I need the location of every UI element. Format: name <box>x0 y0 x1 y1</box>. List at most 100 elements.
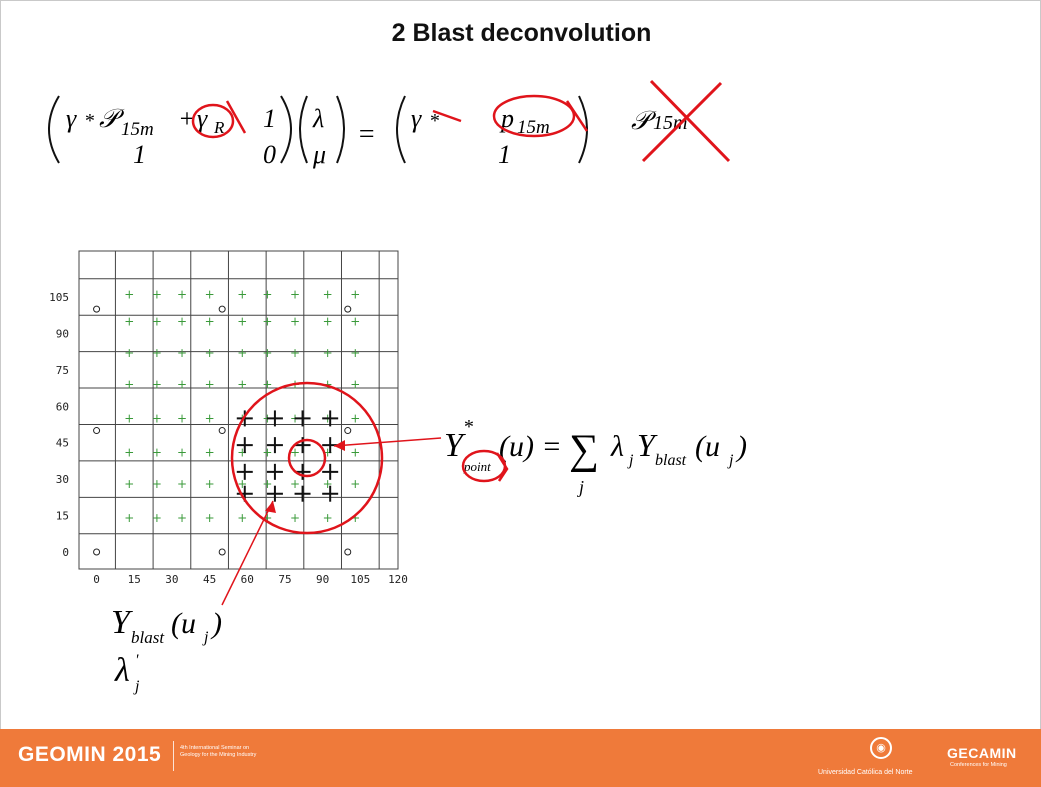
green-plus: + <box>350 511 360 525</box>
green-plus: + <box>152 477 162 491</box>
green-plus: + <box>177 314 187 328</box>
green-plus: + <box>205 445 215 459</box>
green-plus: + <box>350 288 360 302</box>
green-plus: + <box>205 477 215 491</box>
blast-close: ) <box>210 607 222 640</box>
footer-brand: GEOMIN 2015 <box>18 743 162 766</box>
data-circle <box>344 427 352 435</box>
data-circle <box>218 427 226 435</box>
green-plus: + <box>237 346 247 360</box>
formula-Y2-sub: blast <box>655 452 687 469</box>
crossed-sub: 15m <box>653 112 687 134</box>
formula-Y2-close: ) <box>735 430 747 463</box>
footer-university: Universidad Católica del Norte <box>818 769 913 776</box>
green-plus: + <box>177 377 187 391</box>
blast-Y-sub: blast <box>131 628 165 647</box>
m21-one: 1 <box>133 140 146 169</box>
green-plus: + <box>152 445 162 459</box>
x-tick-label: 75 <box>278 573 291 586</box>
green-plus: + <box>262 445 272 459</box>
green-plus: + <box>262 511 272 525</box>
blast-arg: (u <box>171 607 196 640</box>
m11-sub: 15m <box>121 119 154 140</box>
red-inner-circle <box>287 438 327 478</box>
data-circle <box>218 305 226 313</box>
green-plus: + <box>205 288 215 302</box>
green-plus: + <box>205 346 215 360</box>
green-plus: + <box>290 511 300 525</box>
y-tick-label: 90 <box>56 327 69 340</box>
green-plus: + <box>124 411 134 425</box>
x-tick-label: 15 <box>128 573 141 586</box>
green-plus: + <box>205 411 215 425</box>
formula-Y2-arg: (u <box>695 430 720 463</box>
blast-arg-sub: j <box>202 629 209 646</box>
green-plus: + <box>177 411 187 425</box>
green-plus: + <box>205 511 215 525</box>
green-plus: + <box>350 377 360 391</box>
data-circle <box>344 548 352 556</box>
green-plus: + <box>124 377 134 391</box>
green-plus: + <box>262 346 272 360</box>
green-plus: + <box>237 511 247 525</box>
red-arrowhead-right <box>334 440 345 451</box>
formula-sum: ∑ <box>569 427 599 473</box>
green-plus: + <box>290 445 300 459</box>
green-plus: + <box>205 314 215 328</box>
blast-lambda-sub: j <box>133 678 140 695</box>
x-tick-label: 60 <box>241 573 254 586</box>
green-plus: + <box>323 346 333 360</box>
green-plus: + <box>350 477 360 491</box>
slide-title: 2 Blast deconvolution <box>391 19 652 47</box>
formula-lambda: λ <box>610 430 624 463</box>
equals-sign: = <box>357 119 376 150</box>
footer-bar: GEOMIN 2015 4th International Seminar on… <box>0 729 1041 787</box>
green-plus: + <box>350 314 360 328</box>
footer-seminar-line2: Geology for the Mining Industry <box>180 752 257 758</box>
green-plus: + <box>124 346 134 360</box>
green-plus: + <box>290 346 300 360</box>
vec-mu: μ <box>312 140 326 169</box>
blast-lambda: λ <box>114 652 130 689</box>
green-plus: + <box>152 288 162 302</box>
green-plus: + <box>237 288 247 302</box>
formula-Y: Y <box>444 427 466 464</box>
green-plus: + <box>262 314 272 328</box>
m22-zero: 0 <box>263 140 276 169</box>
x-tick-label: 0 <box>93 573 100 586</box>
red-arrow-right <box>333 437 442 447</box>
r1-gamma: γ <box>411 104 422 133</box>
formula-Y2: Y <box>637 427 658 463</box>
footer-seminar: 4th International Seminar on Geology for… <box>180 745 256 759</box>
green-plus: + <box>237 477 247 491</box>
m11-gamma: γ <box>66 104 77 133</box>
formula-sub-point: point <box>463 459 491 474</box>
green-plus: + <box>177 445 187 459</box>
green-plus: + <box>323 477 333 491</box>
green-plus: + <box>323 288 333 302</box>
green-plus: + <box>124 314 134 328</box>
footer-org-sub: Conferences for Mining <box>950 762 1007 768</box>
green-plus: + <box>290 477 300 491</box>
green-plus: + <box>350 411 360 425</box>
x-tick-label: 105 <box>350 573 370 586</box>
formula-arg: (u) = <box>499 430 562 463</box>
green-plus: + <box>177 477 187 491</box>
blast-label: Y blast (u j ) λ ' j <box>111 604 222 695</box>
green-plus: + <box>290 288 300 302</box>
top-equation: γ * 𝒫 15m + γ R 1 1 0 λ μ = γ * p 15m 1 … <box>48 79 731 169</box>
green-plus: + <box>323 377 333 391</box>
footer-seminar-line1: 4th International Seminar on <box>180 745 250 751</box>
point-estimate-formula: Y * point (u) = ∑ j λ j Y blast (u j ) <box>444 416 747 497</box>
y-tick-label: 0 <box>62 546 69 559</box>
green-plus: + <box>152 411 162 425</box>
x-tick-label: 45 <box>203 573 216 586</box>
formula-star: * <box>463 416 473 438</box>
green-plus: + <box>262 377 272 391</box>
data-circle <box>93 427 101 435</box>
green-plus: + <box>152 377 162 391</box>
y-tick-label: 105 <box>49 291 69 304</box>
university-seal-icon: ◉ <box>870 737 892 759</box>
m11-star: * <box>84 110 94 132</box>
green-plus: + <box>124 288 134 302</box>
